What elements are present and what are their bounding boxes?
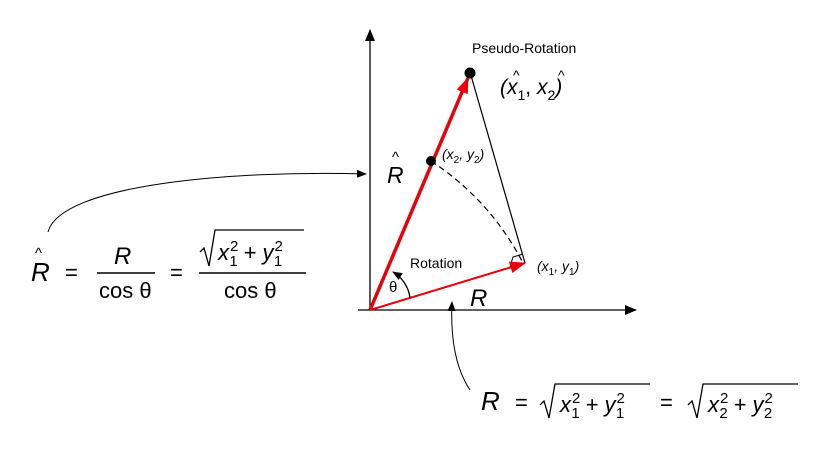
r-hat-hat: ^: [392, 149, 399, 166]
annotation-curve-r-hat: [47, 169, 367, 233]
pseudo-hat-1: ^: [513, 67, 520, 83]
annotation-curve-r: [447, 301, 471, 391]
point-x1-y1-label: (x1, y1): [537, 258, 579, 278]
formula-left-lhs: R: [31, 257, 50, 287]
vector-r-hat: [368, 77, 470, 311]
point-x2-y2: [426, 156, 436, 166]
rotation-label: Rotation: [410, 255, 462, 271]
vector-r: [369, 261, 526, 311]
formula-left-hat: ^: [35, 245, 42, 262]
pseudo-rotation-line: [469, 71, 526, 264]
theta-label: θ: [389, 279, 397, 296]
r-hat-label: R: [387, 162, 404, 188]
formula-left-frac1-num: R: [114, 243, 131, 270]
point-x2-y2-label: (x2, y2): [442, 146, 484, 166]
formula-bottom-lhs: R: [481, 386, 500, 416]
formula-bottom-radical-2: [687, 383, 798, 419]
formula-left-eq1: =: [65, 260, 78, 285]
point-pseudo-rotation: [464, 67, 476, 79]
formula-bottom-eq2: =: [660, 390, 673, 415]
pseudo-rotation-point-label: (x1, x2): [500, 76, 562, 103]
formula-bottom-eq1: =: [515, 390, 528, 415]
r-vector-label: R: [470, 285, 487, 312]
formula-left-radical: [199, 229, 304, 267]
formula-bottom-radical-1: [539, 383, 650, 419]
pseudo-rotation-label: Pseudo-Rotation: [472, 40, 576, 56]
pseudo-hat-2: ^: [558, 67, 565, 83]
formula-left-eq2: =: [170, 260, 183, 285]
formula-left-frac2-den: cos θ: [224, 278, 277, 303]
formula-left-frac1-den: cos θ: [99, 278, 152, 303]
rotation-arc: [430, 160, 524, 264]
theta-arc: [392, 271, 411, 299]
